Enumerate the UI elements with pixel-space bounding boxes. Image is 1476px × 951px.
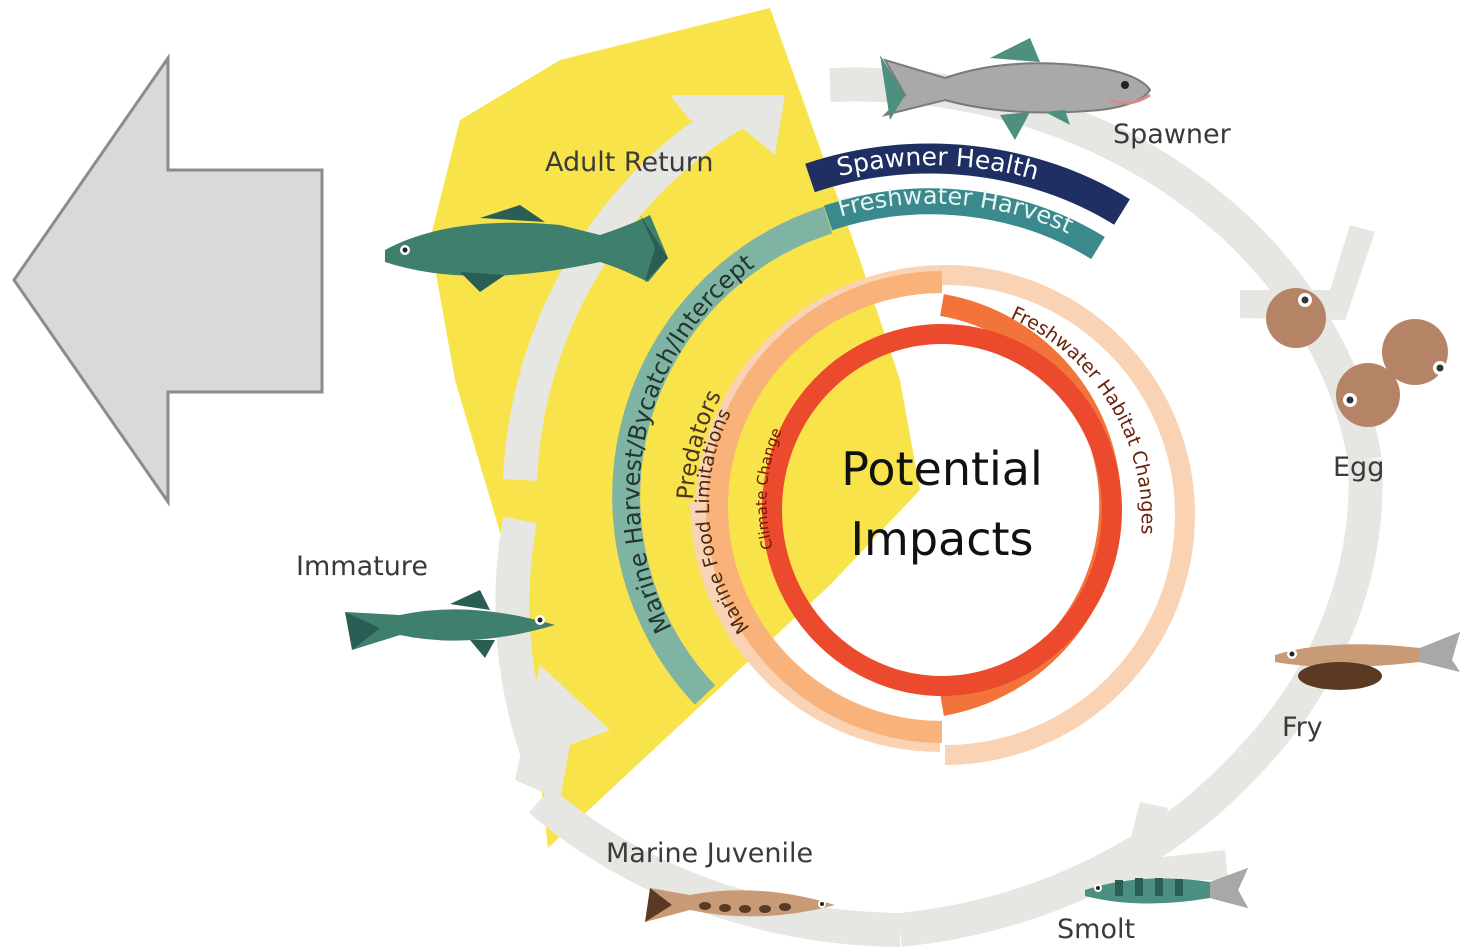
stage-label-smolt: Smolt <box>1057 914 1135 945</box>
stage-label-adult-return: Adult Return <box>545 147 714 178</box>
immature-fish-icon <box>345 590 555 658</box>
impact-bands <box>612 143 1130 705</box>
stage-label-egg: Egg <box>1333 452 1384 483</box>
impact-rings <box>690 265 1195 765</box>
marine-juvenile-fish-icon <box>645 888 835 922</box>
fry-fish-icon <box>1275 632 1460 690</box>
big-left-arrow <box>12 53 324 507</box>
smolt-fish-icon <box>1085 868 1248 908</box>
stage-label-immature: Immature <box>296 551 428 582</box>
stage-label-spawner: Spawner <box>1113 119 1232 150</box>
egg-cluster-icon <box>1266 288 1448 427</box>
spawner-health-label: Spawner Health <box>834 142 1042 186</box>
center-title-line1: Potential <box>841 442 1043 496</box>
stage-label-fry: Fry <box>1282 712 1323 743</box>
spawner-fish-icon <box>880 38 1152 140</box>
stage-label-marine-juvenile: Marine Juvenile <box>606 838 813 869</box>
adult-return-fish-icon <box>385 205 668 292</box>
center-title-line2: Impacts <box>850 512 1033 566</box>
lifecycle-arrowheads <box>515 95 1375 880</box>
